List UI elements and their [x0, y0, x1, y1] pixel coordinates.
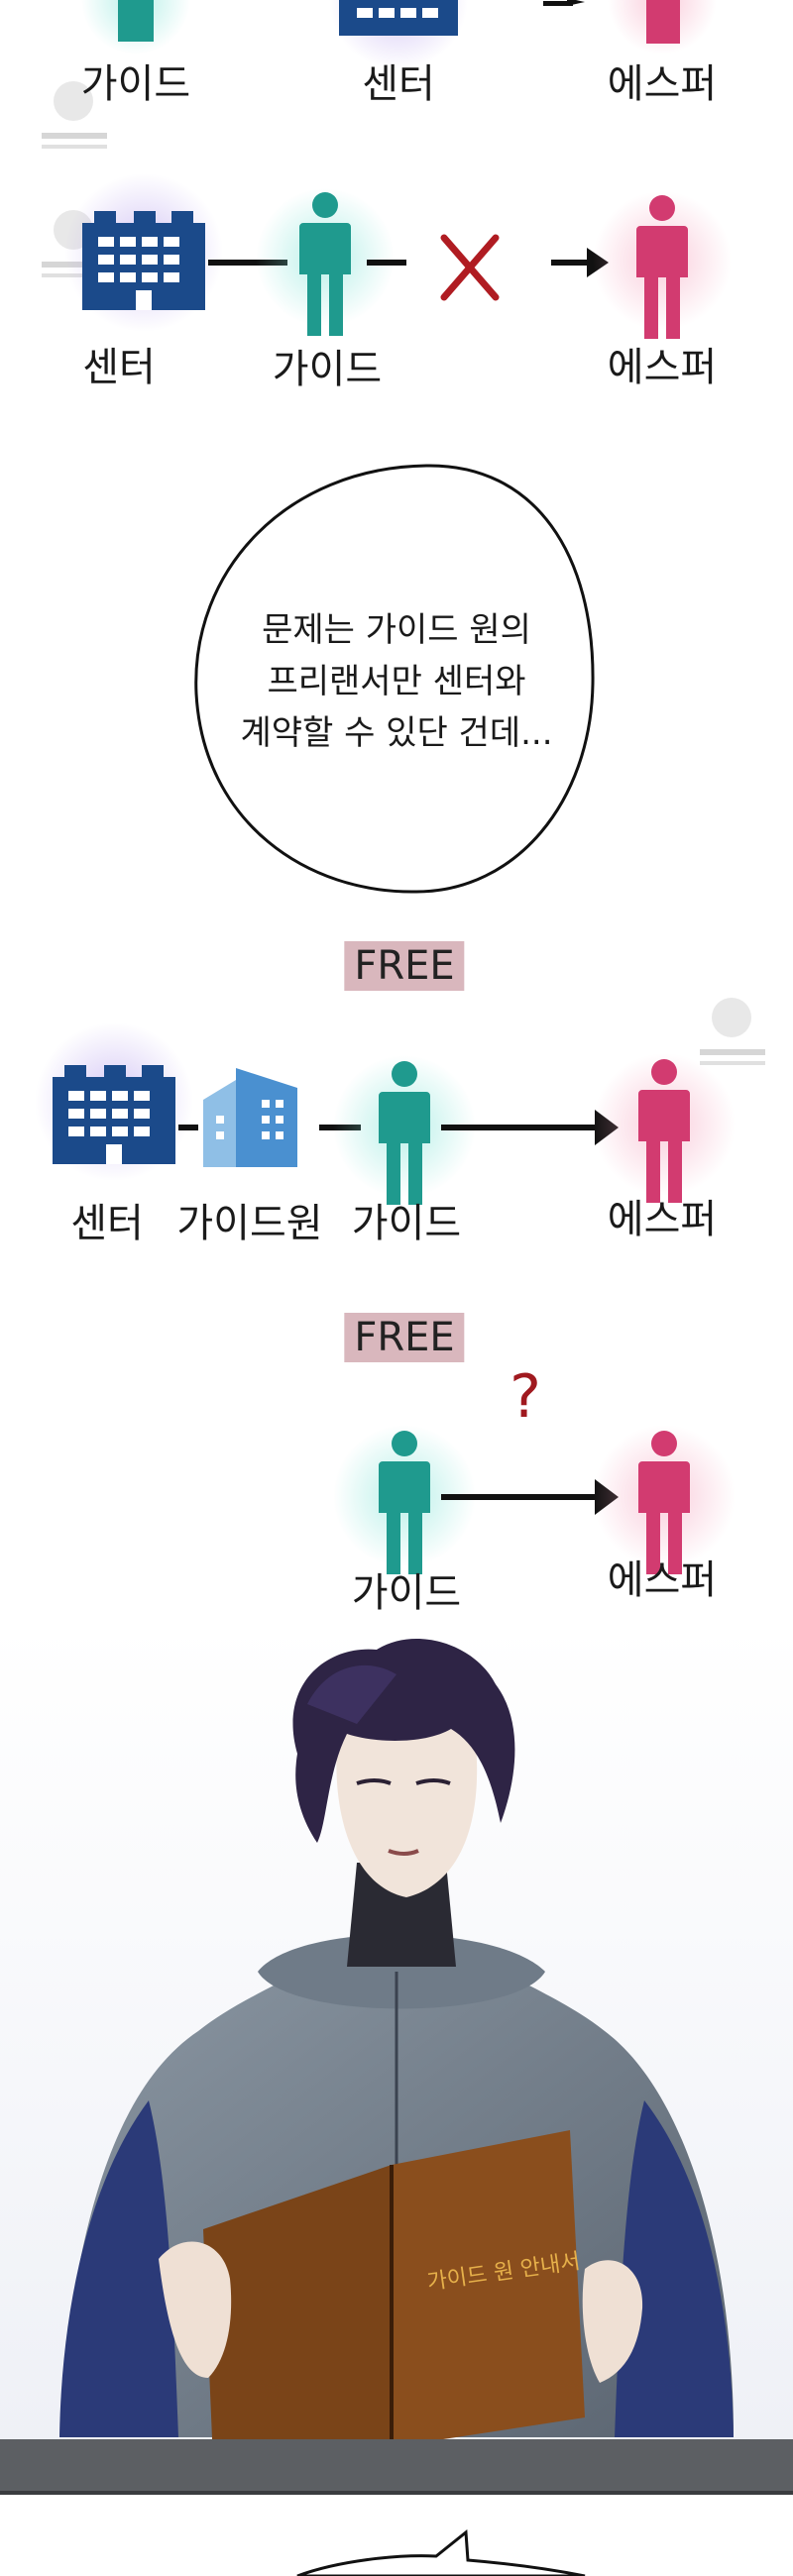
diagram1-center-icon — [329, 0, 468, 69]
diagram1-label-guide: 가이드 — [80, 61, 191, 107]
diagram2-guide-icon — [256, 188, 395, 336]
diagram2-arrow-line — [551, 260, 591, 266]
diagram1-esper-icon — [608, 0, 717, 54]
watermark-logo — [694, 986, 773, 1085]
diagram4-label-guide: 가이드 — [351, 1570, 462, 1616]
diagram2-link-line — [208, 260, 287, 266]
diagram2-label-guide: 가이드 — [272, 347, 383, 392]
diagram1-arrow-line — [543, 1, 573, 6]
speech-bubble-1 — [194, 464, 595, 894]
watermark-logo — [36, 69, 115, 168]
diagram3-label-center: 센터 — [70, 1201, 144, 1246]
diagram1-guide-icon — [81, 0, 190, 54]
diagram3-free-tag: FREE — [344, 941, 465, 991]
speech-bubble-2 — [296, 2529, 586, 2576]
diagram4-esper-icon — [593, 1425, 736, 1574]
speech-line: 계약할 수 있단 건데... — [240, 713, 553, 753]
diagram3-guideone-building-icon — [203, 1068, 297, 1167]
diagram4-free-tag: FREE — [344, 1313, 465, 1362]
diagram3-label-guide: 가이드 — [351, 1201, 462, 1246]
illustration-character-reading — [0, 1625, 793, 2495]
speech-line: 문제는 가이드 원의 — [262, 610, 531, 650]
diagram1-label-center: 센터 — [362, 61, 435, 107]
diagram3-label-guideone: 가이드원 — [176, 1201, 323, 1246]
diagram3-esper-icon — [593, 1053, 736, 1203]
diagram3-guide-icon — [333, 1055, 476, 1205]
speech-line: 프리랜서만 센터와 — [267, 662, 526, 701]
diagram2-link-line — [367, 260, 406, 266]
diagram4-label-esper: 에스퍼 — [607, 1557, 718, 1603]
diagram3-center-icon — [35, 1022, 193, 1181]
diagram2-center-icon — [64, 173, 223, 332]
diagram2-cross-icon — [440, 234, 500, 301]
diagram1-label-esper: 에스퍼 — [607, 61, 718, 107]
diagram2-label-esper: 에스퍼 — [607, 345, 718, 390]
diagram3-label-esper: 에스퍼 — [607, 1197, 718, 1242]
diagram3-arrow-line — [441, 1125, 600, 1130]
diagram3-link-line — [178, 1125, 198, 1130]
diagram4-arrow-line — [441, 1494, 600, 1500]
speech-bubble-1-text: 문제는 가이드 원의 프리랜서만 센터와 계약할 수 있단 건데... — [0, 604, 793, 759]
diagram2-label-center: 센터 — [82, 345, 156, 390]
diagram2-esper-icon — [593, 191, 732, 339]
question-mark: ? — [510, 1362, 541, 1432]
diagram4-guide-icon — [333, 1425, 476, 1574]
